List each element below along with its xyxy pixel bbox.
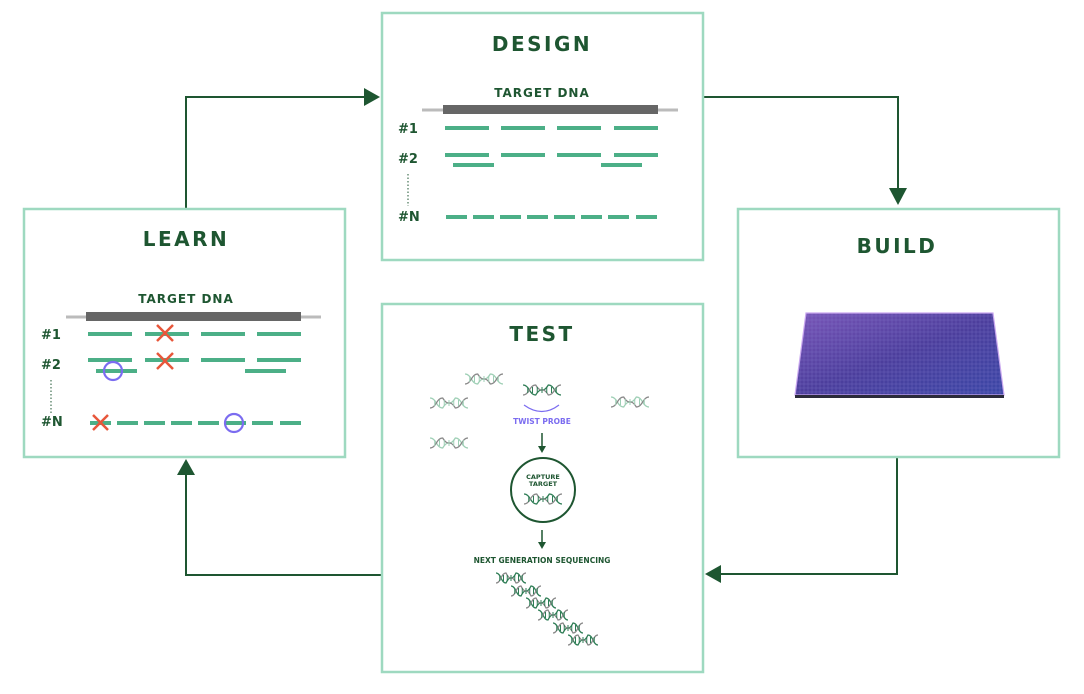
sequenced-read-icon — [567, 634, 599, 646]
build-panel: BUILD — [736, 207, 1061, 459]
design-row-2-probes — [445, 153, 658, 167]
design-row-n-label: #N — [398, 210, 420, 225]
design-title: DESIGN — [492, 32, 592, 56]
design-panel: DESIGN TARGET DNA #1 #2 #N — [380, 11, 705, 262]
gap-circle-icon — [223, 412, 245, 434]
arrowhead-icon — [889, 188, 907, 205]
sequenced-read-icon — [525, 597, 557, 609]
arrow-learn-to-design — [185, 88, 380, 208]
test-title: TEST — [509, 322, 574, 346]
arrow-build-to-test — [705, 458, 898, 583]
capture-label: CAPTURE — [526, 473, 560, 481]
learn-target-label: TARGET DNA — [138, 292, 233, 306]
mismatch-x-icon — [92, 414, 109, 431]
arrowhead-icon — [705, 565, 721, 583]
silicon-chip-image — [794, 312, 1005, 398]
design-target-label: TARGET DNA — [494, 86, 589, 100]
learn-row-n-label: #N — [41, 415, 63, 430]
learn-row-1-label: #1 — [41, 328, 61, 343]
build-title: BUILD — [857, 234, 938, 258]
sequenced-read-icon — [510, 585, 542, 597]
target-label: TARGET — [529, 480, 558, 488]
test-panel: TEST TWIST PROBE CAPTURE TARGET NEXT GEN… — [380, 302, 705, 674]
design-row-2-label: #2 — [398, 152, 418, 167]
arrowhead-icon — [364, 88, 380, 106]
target-dna-bar — [443, 105, 658, 114]
ngs-label: NEXT GENERATION SEQUENCING — [474, 556, 611, 565]
design-row-1-probes — [445, 126, 658, 130]
arrow-design-to-build — [704, 96, 907, 205]
target-dna-bar — [86, 312, 301, 321]
down-arrow-icon — [538, 530, 546, 549]
sequenced-read-icon — [495, 572, 527, 584]
learn-title: LEARN — [143, 227, 230, 251]
arrow-test-to-learn — [177, 459, 381, 576]
dna-fragment-icon — [429, 437, 469, 449]
learn-row-2-label: #2 — [41, 358, 61, 373]
capture-target-circle — [510, 457, 576, 523]
sequenced-read-icon — [537, 609, 569, 621]
dna-fragment-icon — [429, 397, 469, 409]
design-row-n-probes — [446, 215, 657, 219]
mismatch-x-icon — [156, 352, 174, 370]
learn-panel: LEARN TARGET DNA #1 #2 #N — [22, 207, 347, 459]
sequenced-read-icon — [552, 622, 584, 634]
down-arrow-icon — [538, 433, 546, 453]
mismatch-x-icon — [156, 324, 174, 342]
twist-probe-strand — [523, 404, 560, 413]
arrowhead-icon — [177, 459, 195, 475]
dna-target-icon — [522, 384, 562, 396]
captured-dna-icon — [523, 493, 563, 505]
dna-fragment-icon — [464, 373, 504, 385]
dna-fragment-icon — [610, 396, 650, 408]
twist-probe-label: TWIST PROBE — [513, 417, 571, 426]
gap-circle-icon — [102, 360, 124, 382]
design-row-1-label: #1 — [398, 122, 418, 137]
